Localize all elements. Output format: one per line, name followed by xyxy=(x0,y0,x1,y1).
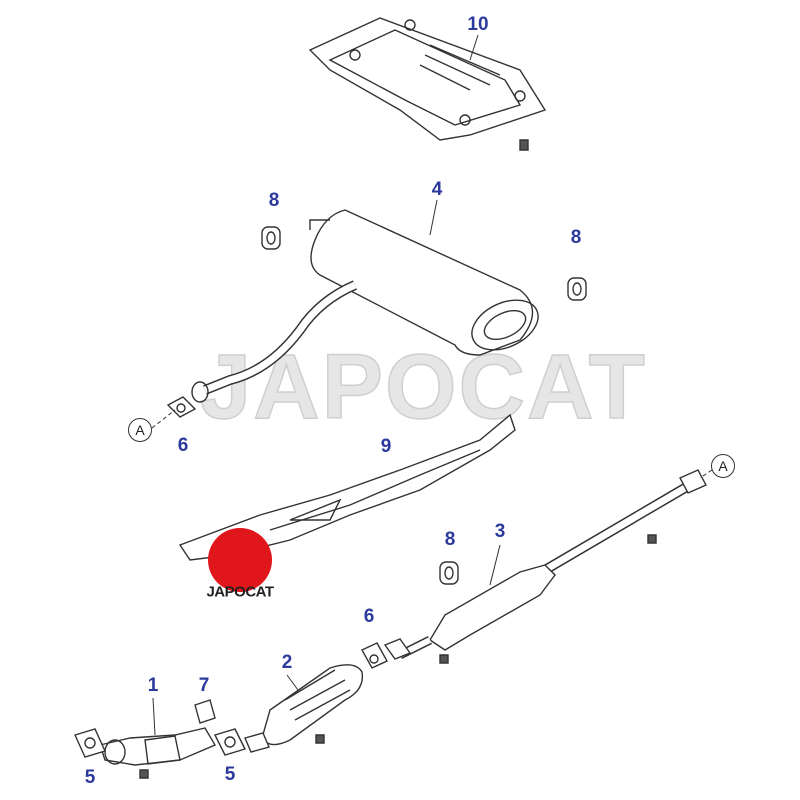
gasket xyxy=(214,728,246,756)
rubber-hanger xyxy=(261,226,281,250)
rubber-hanger xyxy=(439,561,459,585)
callout-5: 5 xyxy=(84,767,96,788)
center-pipe-resonator xyxy=(383,469,713,664)
callout-1: 1 xyxy=(147,675,159,696)
callout-6: 6 xyxy=(363,606,375,627)
callout-6: 6 xyxy=(177,435,189,456)
rear-muffler xyxy=(191,199,539,403)
callout-7: 7 xyxy=(198,675,210,696)
callout-9: 9 xyxy=(380,436,392,457)
callout-8: 8 xyxy=(570,227,582,248)
connector-a: A xyxy=(711,454,735,478)
callout-3: 3 xyxy=(494,521,506,542)
front-pipe xyxy=(99,697,217,779)
callout-8: 8 xyxy=(268,190,280,211)
gasket xyxy=(361,642,388,669)
callout-10: 10 xyxy=(467,14,489,35)
gasket xyxy=(74,728,106,758)
callout-8: 8 xyxy=(444,529,456,550)
logo-text: JAPOCAT xyxy=(206,583,274,601)
gasket xyxy=(166,396,197,418)
rubber-hanger xyxy=(567,277,587,301)
bracket xyxy=(194,699,216,724)
japocat-logo xyxy=(208,528,272,592)
callout-5: 5 xyxy=(224,764,236,785)
heat-shield-upper xyxy=(308,17,547,151)
callout-2: 2 xyxy=(281,652,293,673)
catalytic-converter xyxy=(244,664,364,753)
callout-4: 4 xyxy=(431,179,443,200)
connector-a: A xyxy=(128,418,152,442)
